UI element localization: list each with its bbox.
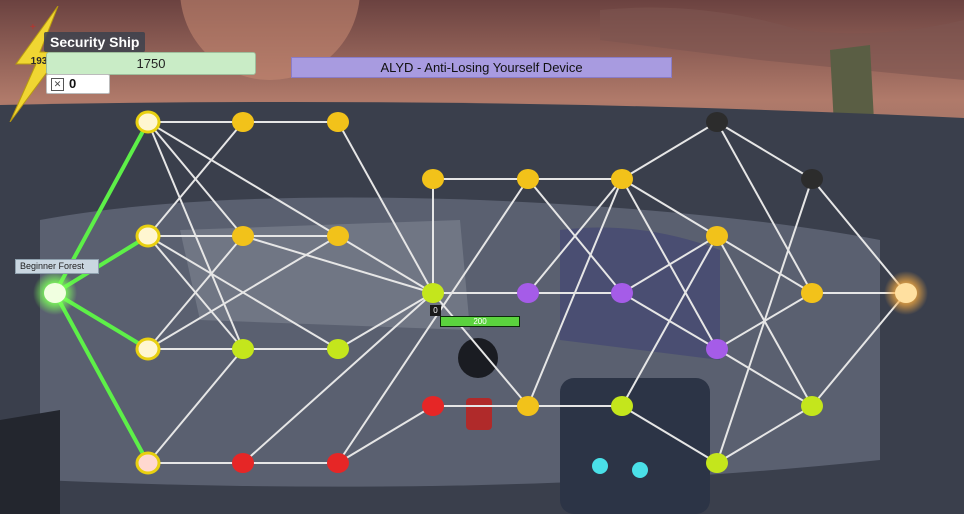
map-dark-node[interactable]: [706, 112, 728, 132]
path-edge: [621, 178, 718, 237]
map-red-node[interactable]: [232, 453, 254, 473]
map-red-node[interactable]: [327, 453, 349, 473]
map-lime-node[interactable]: [422, 283, 444, 303]
crate-icon: ✕: [51, 78, 64, 91]
hull-edge: [0, 410, 60, 514]
location-label: Beginner Forest: [15, 259, 99, 274]
path-edge: [621, 235, 718, 407]
lightning-bolt-icon: +: [9, 6, 63, 122]
path-edge: [716, 348, 813, 407]
path-edge: [337, 178, 529, 464]
map-red-node[interactable]: [422, 396, 444, 416]
map-lime-node[interactable]: [327, 339, 349, 359]
path-edge: [147, 348, 244, 464]
unit-health-fill: [441, 317, 519, 326]
currency-box: ✕ 0: [46, 74, 110, 94]
active-path-edge: [53, 292, 150, 464]
player-character[interactable]: [458, 338, 498, 378]
map-dark-node[interactable]: [801, 169, 823, 189]
map-yellow-node[interactable]: [517, 396, 539, 416]
map-lime-node[interactable]: [801, 396, 823, 416]
map-purple-node[interactable]: [517, 283, 539, 303]
path-edge: [716, 235, 813, 294]
path-edge: [147, 235, 244, 350]
ship-name-label: Security Ship: [44, 32, 146, 52]
map-yellow-node[interactable]: [706, 226, 728, 246]
map-start-node[interactable]: [44, 283, 66, 303]
map-cream-node[interactable]: [135, 337, 161, 361]
map-goal-node[interactable]: [895, 283, 917, 303]
path-edge: [432, 292, 529, 407]
path-edge: [621, 405, 718, 464]
path-edge: [527, 178, 623, 294]
path-edge: [716, 178, 813, 464]
path-edge: [147, 121, 339, 237]
map-cream-node[interactable]: [135, 224, 161, 248]
map-purple-node[interactable]: [706, 339, 728, 359]
unit-health-bar: 200: [440, 316, 520, 327]
console-block: [180, 220, 470, 330]
map-yellow-node[interactable]: [232, 226, 254, 246]
map-yellow-node[interactable]: [422, 169, 444, 189]
reactor-core: [560, 378, 710, 514]
path-edge: [337, 292, 434, 350]
ship-level: 193: [30, 56, 48, 67]
map-lime-node[interactable]: [232, 339, 254, 359]
map-yellow-node[interactable]: [232, 112, 254, 132]
path-edge: [811, 292, 907, 407]
resource-value: 1750: [136, 56, 166, 71]
resource-bar-fill: [47, 53, 255, 74]
player-body: [466, 398, 492, 430]
map-yellow-node[interactable]: [801, 283, 823, 303]
resource-bar: 1750: [46, 52, 256, 75]
map-purple-node[interactable]: [611, 283, 633, 303]
unit-level: 0: [430, 305, 441, 316]
clouds: [600, 7, 964, 80]
unit-health-value: 200: [473, 317, 487, 326]
path-edge: [811, 178, 907, 294]
path-edge: [527, 178, 623, 407]
map-lime-node[interactable]: [611, 396, 633, 416]
currency-value: 0: [69, 76, 77, 91]
reactor-light: [632, 462, 648, 478]
path-edge: [147, 121, 244, 237]
path-edge: [621, 235, 718, 294]
reactor-light: [592, 458, 608, 474]
svg-text:+: +: [30, 22, 36, 33]
map-cream-node[interactable]: [135, 110, 161, 134]
device-title-banner: ALYD - Anti-Losing Yourself Device: [291, 57, 672, 78]
path-edge: [337, 235, 434, 294]
path-edge: [337, 405, 434, 464]
map-yellow-node[interactable]: [327, 226, 349, 246]
path-edge: [621, 121, 718, 180]
path-edge: [716, 121, 813, 294]
path-edge: [242, 235, 434, 294]
path-edge: [337, 121, 434, 294]
path-edge: [716, 121, 813, 180]
map-lime-node[interactable]: [706, 453, 728, 473]
map-yellow-node[interactable]: [327, 112, 349, 132]
path-edge: [716, 405, 813, 464]
map-yellow-node[interactable]: [517, 169, 539, 189]
map-yellow-node[interactable]: [611, 169, 633, 189]
path-edge: [242, 292, 434, 464]
map-pink-node[interactable]: [135, 451, 161, 475]
